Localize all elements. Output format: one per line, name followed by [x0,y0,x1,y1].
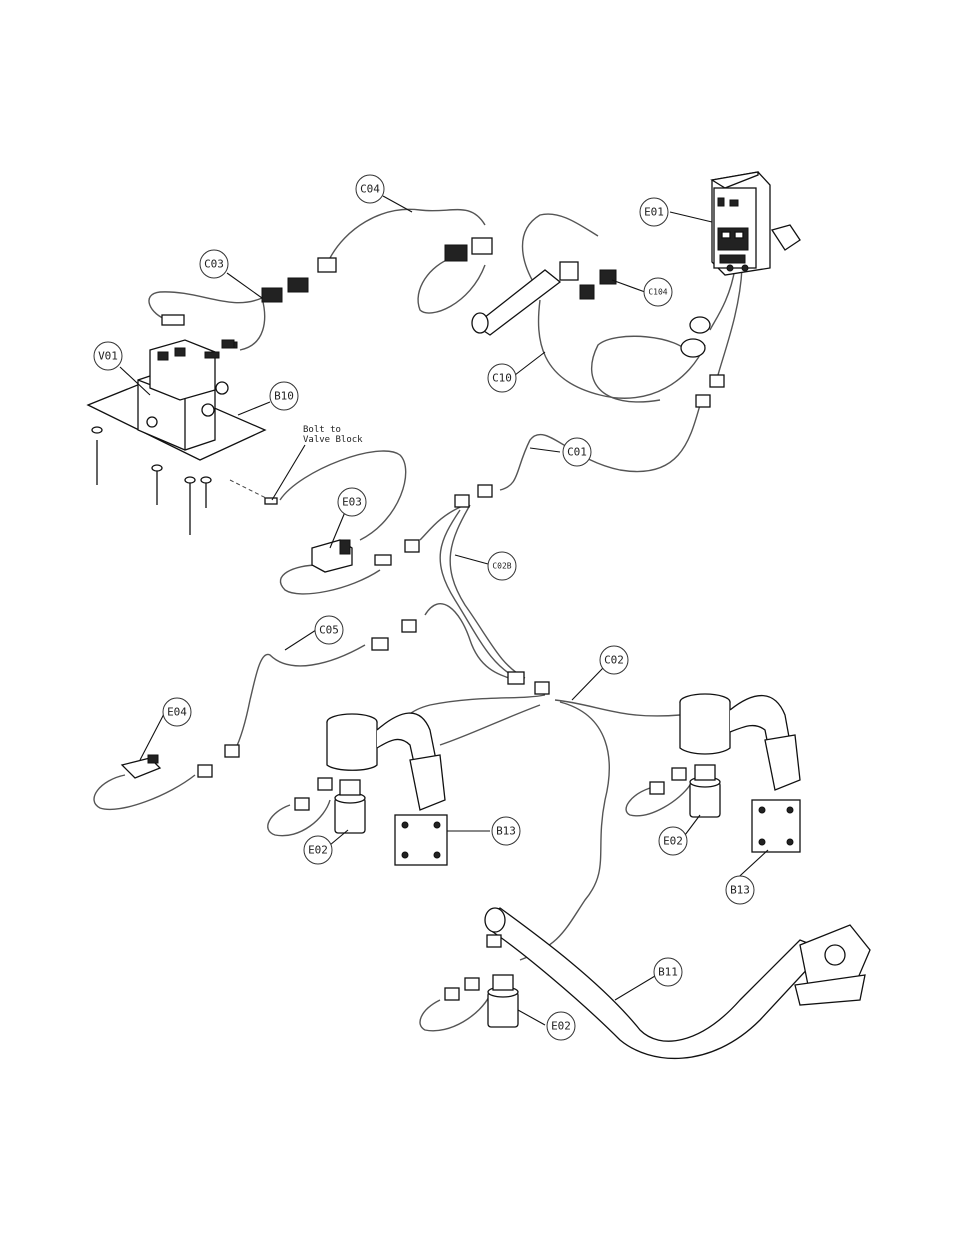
callout-e02-bottom-label: E02 [551,1020,571,1033]
callout-e04: E04 [163,698,191,726]
callout-c01: C01 [563,438,591,466]
c03-connectors [162,258,336,348]
callout-b11: B11 [654,958,682,986]
callout-c10-label: C10 [492,372,512,385]
v01-valve-block [88,340,277,535]
bolt-note-line1: Bolt to [303,425,341,435]
callout-c01-label: C01 [567,446,587,459]
callout-c104-label: C104 [648,288,667,297]
callout-c03: C03 [200,250,228,278]
callout-c104: C104 [644,278,672,306]
wire-harness-lines [94,209,742,1030]
callout-c05-label: C05 [319,624,339,637]
c05-connectors [372,620,549,694]
callout-e02-left-label: E02 [308,844,328,857]
bolt-note-line2: Valve Block [303,435,363,445]
e04-sensor [122,745,239,778]
callout-c03-label: C03 [204,258,224,271]
callout-e03-label: E03 [342,496,362,509]
callout-c04: C04 [356,175,384,203]
callout-e02-right: E02 [659,827,687,855]
callout-c02: C02 [600,646,628,674]
callout-c02b: C02B [488,552,516,580]
callout-e02-right-label: E02 [663,835,683,848]
callout-e02-left: E02 [304,836,332,864]
callout-c10: C10 [488,364,516,392]
callout-e03: E03 [338,488,366,516]
bolt-note: Bolt to Valve Block [303,425,363,445]
callout-e04-label: E04 [167,706,187,719]
callout-b11-label: B11 [658,966,678,979]
callout-b13-right: B13 [726,876,754,904]
callout-e01-label: E01 [644,206,664,219]
callout-c05: C05 [315,616,343,644]
callout-e01: E01 [640,198,668,226]
callout-b13-right-label: B13 [730,884,750,897]
callout-b10-label: B10 [274,390,294,403]
leader-lines [120,196,768,1025]
callout-b13-left: B13 [492,817,520,845]
e01-control-box [712,172,800,275]
b11-center-assembly [445,908,870,1058]
callout-b10: B10 [270,382,298,410]
callout-v01-label: V01 [98,350,118,363]
callout-c04-label: C04 [360,183,380,196]
callout-c02b-label: C02B [492,562,511,571]
callout-e02-bottom: E02 [547,1012,575,1040]
callout-c02-label: C02 [604,654,624,667]
c04-connectors [445,238,492,261]
callout-v01: V01 [94,342,122,370]
callout-b13-left-label: B13 [496,825,516,838]
